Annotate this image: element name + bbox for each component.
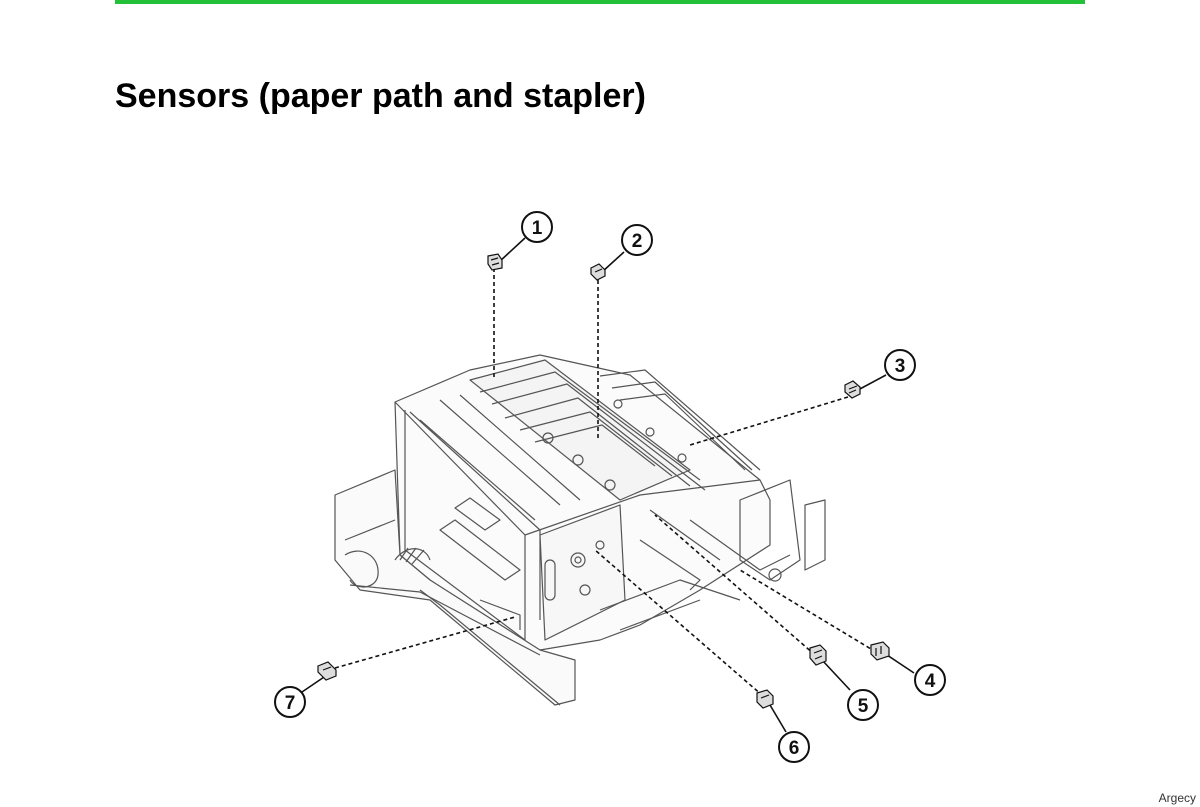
callout-7-label: 7 <box>285 693 296 714</box>
callout-6-label: 6 <box>789 738 800 759</box>
footer-brand: Argecy <box>1158 791 1196 805</box>
callout-1: 1 <box>521 211 553 243</box>
printer-frame-assembly <box>334 354 826 706</box>
callout-5-label: 5 <box>858 696 869 717</box>
callout-2-label: 2 <box>632 231 643 252</box>
callout-5: 5 <box>847 689 879 721</box>
sensor-7-icon <box>317 661 337 681</box>
page-title: Sensors (paper path and stapler) <box>115 77 646 115</box>
top-accent-rule <box>115 0 1085 4</box>
callout-4: 4 <box>914 664 946 696</box>
callout-1-label: 1 <box>532 218 543 239</box>
sensor-2-icon <box>590 263 606 281</box>
sensor-1-icon <box>487 253 503 271</box>
callout-3-label: 3 <box>895 356 906 377</box>
callout-2: 2 <box>621 224 653 256</box>
sensor-6-icon <box>756 689 774 709</box>
callout-4-label: 4 <box>925 671 936 692</box>
sensor-5-icon <box>809 644 827 666</box>
callout-6: 6 <box>778 731 810 763</box>
sensor-3-icon <box>844 380 861 399</box>
callout-pointer-lines <box>301 237 915 733</box>
callout-7: 7 <box>274 686 306 718</box>
callout-3: 3 <box>884 349 916 381</box>
callout-leader-lines <box>334 268 877 697</box>
sensor-4-icon <box>870 641 890 661</box>
